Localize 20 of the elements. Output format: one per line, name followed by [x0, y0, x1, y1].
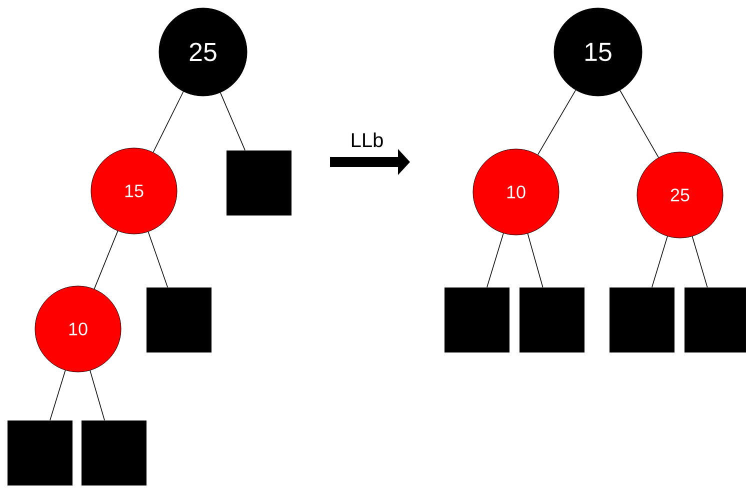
tree-edge	[486, 232, 504, 288]
tree-edge	[652, 236, 668, 288]
tree-edge	[90, 370, 105, 421]
tree-edge	[620, 90, 659, 158]
leaf-square	[610, 288, 674, 352]
arrow-label: LLb	[352, 132, 383, 148]
tree-edge	[148, 231, 168, 288]
tree-edge	[537, 90, 576, 156]
leaf-square	[146, 288, 212, 352]
leaf-square	[82, 420, 146, 486]
tree-edge	[50, 370, 66, 421]
tree-edge	[692, 236, 708, 288]
tree-edge	[152, 91, 184, 153]
leaf-square	[520, 288, 584, 352]
leaf-square	[444, 288, 510, 352]
tree-edge	[94, 230, 118, 290]
leaf-square	[8, 420, 72, 486]
leaf-square	[226, 150, 292, 216]
tree-edge	[527, 233, 544, 288]
tree-edge	[220, 92, 246, 151]
